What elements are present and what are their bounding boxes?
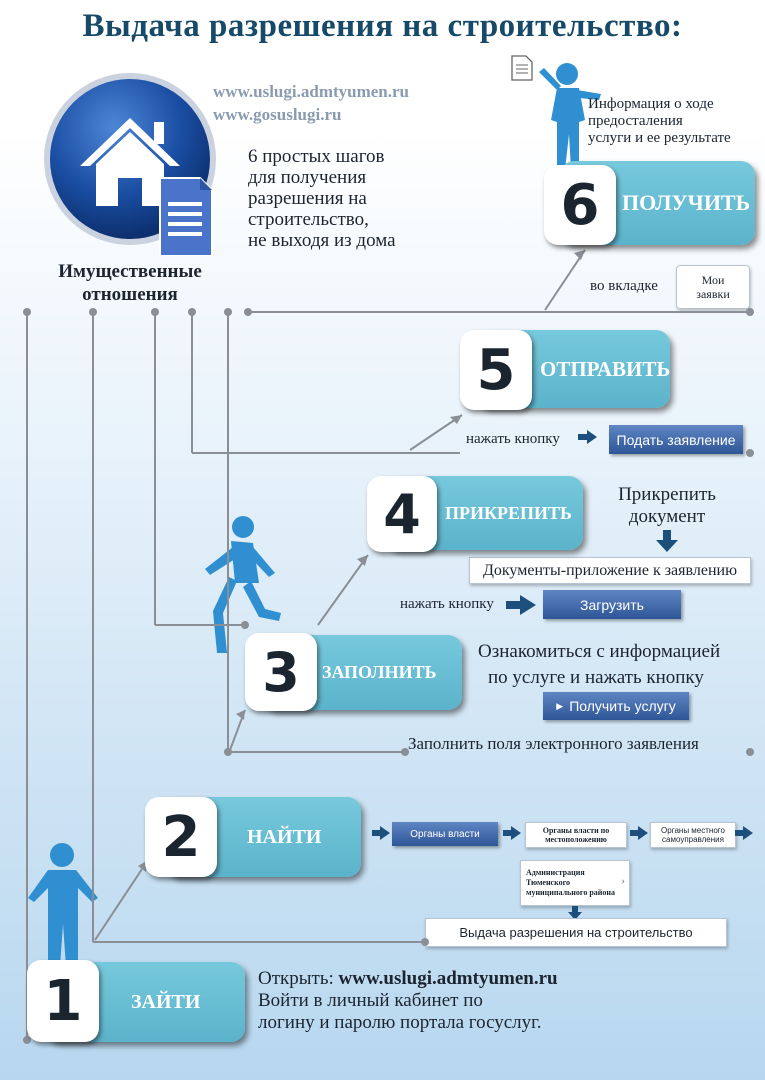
- step2-number: 2: [145, 797, 217, 877]
- step1-open-line: Открыть: www.uslugi.admtyumen.ru: [258, 968, 558, 990]
- step5-action: ОТПРАВИТЬ: [475, 330, 670, 408]
- arrow-right-icon: [735, 826, 753, 840]
- intro-text: 6 простых шагов для получения разрешения…: [248, 146, 396, 251]
- step3-label: ЗАПОЛНИТЬ: [322, 662, 437, 682]
- step5-number: 5: [460, 330, 532, 410]
- nav-authorities[interactable]: Органы власти: [392, 822, 498, 846]
- step1-open-url[interactable]: www.uslugi.admtyumen.ru: [338, 968, 558, 989]
- building-permit-service[interactable]: Выдача разрешения на строительство: [425, 918, 727, 947]
- intro-line: не выходя из дома: [248, 230, 396, 251]
- step3-fill-text: Заполнить поля электронного заявления: [408, 734, 699, 753]
- step6-info-line: услуги и ее результате: [588, 130, 731, 146]
- submit-application-button[interactable]: Подать заявление: [609, 425, 743, 454]
- arrow-down-icon: [568, 906, 582, 920]
- intro-line: разрешения на: [248, 188, 367, 209]
- step4-number: 4: [367, 476, 437, 552]
- arrow-down-icon: [656, 530, 678, 552]
- step6-info-line: Информация о ходе: [588, 96, 714, 112]
- chevron-right-icon: ›: [621, 875, 625, 887]
- step1-text: Открыть: www.uslugi.admtyumen.ru Войти в…: [258, 968, 558, 1034]
- arrow-right-icon: [503, 826, 521, 840]
- department-name: Имущественные отношения: [40, 260, 220, 306]
- home-logo: [42, 66, 222, 257]
- arrow-right-icon: [372, 826, 390, 840]
- department-line: отношения: [82, 284, 178, 305]
- step4-attach-line: Прикрепить: [618, 484, 716, 505]
- get-service-button[interactable]: ▶ Получить услугу: [543, 692, 689, 720]
- url-gosuslugi[interactable]: www.gosuslugi.ru: [213, 105, 342, 124]
- my-requests-line: заявки: [696, 287, 730, 301]
- step5-label: ОТПРАВИТЬ: [540, 356, 671, 381]
- my-requests-line: Мои: [701, 273, 725, 287]
- nav-authorities-by-location[interactable]: Органы власти по местоположению: [525, 822, 627, 848]
- step3-info: Ознакомиться с информацией по услуге и н…: [478, 639, 720, 691]
- step4-attach-line: документ: [628, 506, 706, 527]
- arrow-right-icon: [506, 595, 536, 615]
- step4-label: ПРИКРЕПИТЬ: [445, 502, 572, 523]
- step1-login-line: логину и паролю портала госуслуг.: [258, 1012, 542, 1033]
- my-requests-tab[interactable]: Мои заявки: [676, 265, 750, 309]
- arrow-right-icon: [578, 430, 598, 444]
- document-icon: [510, 55, 540, 81]
- admin-line: Администрация: [526, 868, 585, 877]
- step1-label: ЗАЙТИ: [131, 990, 201, 1013]
- play-icon: ▶: [556, 700, 564, 711]
- intro-line: для получения: [248, 167, 367, 188]
- arrow-right-icon: [630, 826, 648, 840]
- documents-appendix-box: Документы-приложение к заявлению: [469, 557, 751, 584]
- intro-line: 6 простых шагов: [248, 146, 385, 167]
- step3-info-line: по услуге и нажать кнопку: [488, 667, 704, 688]
- page-title: Выдача разрешения на строительство:: [82, 8, 683, 44]
- department-line: Имущественные: [58, 261, 202, 282]
- get-service-label: Получить услугу: [569, 698, 676, 714]
- url-admtyumen[interactable]: www.uslugi.admtyumen.ru: [213, 82, 410, 101]
- step6-number: 6: [544, 165, 616, 245]
- step6-info-line: предосталения: [588, 113, 683, 129]
- step1-number: 1: [27, 960, 99, 1042]
- step3-info-line: Ознакомиться с информацией: [478, 641, 721, 662]
- step4-attach: Прикрепить документ: [606, 484, 728, 528]
- step4-press: нажать кнопку: [400, 596, 494, 612]
- person-standing-icon: [22, 842, 102, 967]
- district-administration-item[interactable]: Администрация Тюменского муниципального …: [520, 860, 630, 906]
- admin-line: муниципального района: [526, 888, 615, 897]
- intro-line: строительство,: [248, 209, 369, 230]
- upload-button[interactable]: Загрузить: [543, 590, 681, 619]
- step6-label: ПОЛУЧИТЬ: [622, 190, 751, 215]
- step3-number: 3: [245, 633, 317, 711]
- step1-login-line: Войти в личный кабинет по: [258, 990, 483, 1011]
- step1-open-prefix: Открыть:: [258, 968, 334, 989]
- person-raised-arm-icon: [535, 60, 605, 170]
- admin-line: Тюменского: [526, 878, 571, 887]
- step2-label: НАЙТИ: [247, 825, 322, 848]
- step5-press: нажать кнопку: [466, 431, 560, 447]
- step6-tab-text: во вкладке: [590, 278, 658, 294]
- step6-info: Информация о ходе предосталения услуги и…: [588, 96, 731, 147]
- person-climbing-icon: [195, 513, 285, 653]
